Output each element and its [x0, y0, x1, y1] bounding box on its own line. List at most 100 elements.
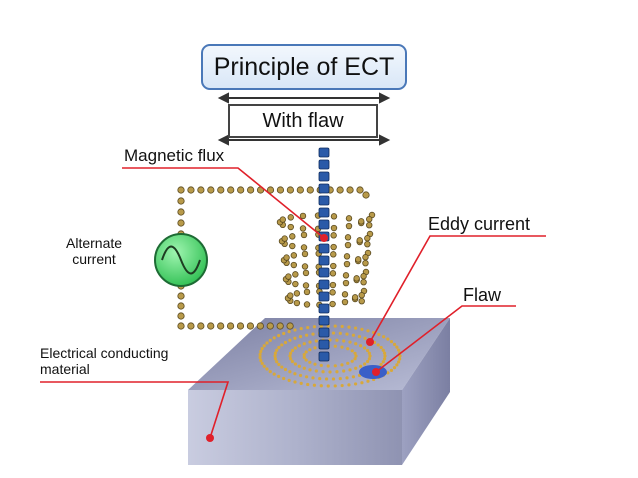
eddy-dot — [333, 384, 337, 388]
subtitle-bracket — [217, 92, 391, 146]
wire-dot — [207, 322, 215, 330]
eddy-dot — [314, 339, 318, 343]
wire-dot — [217, 186, 225, 194]
eddy-dot — [381, 348, 385, 352]
eddy-dot — [280, 343, 284, 347]
eddy-dot — [275, 348, 279, 352]
eddy-dot — [275, 360, 279, 364]
eddy-dot — [333, 324, 337, 328]
coil-dot — [300, 231, 308, 239]
eddy-dot — [258, 352, 262, 357]
wire-dot — [236, 322, 245, 330]
wire-dot — [266, 186, 275, 194]
sine-wave-icon — [161, 245, 201, 275]
wire-dot — [197, 186, 205, 194]
eddy-dot — [340, 324, 344, 329]
eddy-dot — [365, 359, 370, 364]
eddy-dot — [353, 357, 357, 361]
coil-dot — [289, 233, 296, 240]
coil-dot — [345, 222, 353, 230]
eddy-dot — [354, 354, 358, 358]
eddy-dot — [354, 342, 358, 346]
eddy-dot — [366, 329, 370, 333]
wire-dot — [177, 219, 185, 227]
eddy-dot — [293, 328, 297, 332]
wire-dot — [226, 322, 235, 330]
flux-square — [318, 243, 330, 254]
eddy-dot — [392, 366, 397, 370]
eddy-dot — [318, 376, 322, 381]
eddy-dot — [353, 382, 358, 386]
eddy-dot — [287, 378, 291, 382]
eddy-dot — [335, 338, 339, 342]
eddy-dot — [340, 363, 344, 367]
eddy-dot — [347, 383, 351, 387]
eddy-dot — [392, 342, 397, 346]
coil-dot — [358, 297, 365, 305]
coil-dot — [362, 259, 369, 267]
flux-square — [318, 327, 330, 338]
flux-square — [318, 171, 330, 182]
ac-source — [154, 233, 208, 287]
eddy-dot — [383, 354, 387, 358]
eddy-dot — [277, 345, 281, 350]
wire-dot — [306, 186, 314, 194]
eddy-dot — [313, 362, 317, 366]
wire-dot — [346, 186, 354, 194]
eddy-dot — [326, 364, 330, 368]
eddy-dot — [289, 357, 293, 361]
eddy-dot — [299, 327, 303, 331]
eddy-dot — [288, 370, 292, 374]
coil-dot — [364, 240, 371, 248]
coil-dot — [329, 300, 336, 308]
eddy-dot — [348, 368, 352, 372]
eddy-dot — [293, 380, 297, 384]
coil-dot — [292, 271, 299, 278]
eddy-dot — [272, 372, 276, 376]
wire-dot — [177, 322, 185, 330]
flux-square — [318, 195, 330, 206]
eddy-dot — [258, 355, 262, 360]
wire-dot — [356, 186, 364, 194]
eddy-dot — [382, 351, 387, 355]
coil-dot — [302, 269, 310, 277]
eddy-dot — [273, 354, 277, 358]
eddy-dot — [335, 370, 339, 374]
eddy-dot — [397, 348, 401, 352]
coil-dot — [299, 212, 307, 220]
eddy-dot — [379, 345, 383, 350]
eddy-dot — [313, 346, 317, 350]
wire-dot — [247, 186, 255, 194]
eddy-dot — [311, 332, 315, 336]
coil-dot — [299, 225, 307, 232]
eddy-dot — [314, 369, 318, 373]
coil-dot — [362, 254, 369, 261]
eddy-dot — [308, 340, 312, 344]
leader-flaw — [375, 305, 516, 373]
label-magnetic-flux: Magnetic flux — [124, 146, 225, 165]
eddy-dot — [282, 376, 286, 381]
eddy-dot — [347, 325, 351, 329]
eddy-dot — [304, 358, 308, 362]
wire-dot — [286, 322, 294, 330]
eddy-dot — [398, 357, 402, 361]
coil-dot — [344, 234, 352, 241]
eddy-dot — [290, 359, 295, 364]
eddy-dot — [306, 325, 310, 330]
wire-dot — [177, 197, 185, 205]
eddy-dot — [268, 338, 272, 342]
eddy-dot — [379, 362, 383, 367]
coil-dot — [279, 216, 286, 223]
eddy-dot — [363, 336, 367, 340]
eddy-dot — [304, 333, 309, 337]
coil-dot — [287, 223, 294, 231]
eddy-dot — [308, 360, 312, 364]
coil-dot — [285, 273, 292, 280]
eddy-dot — [345, 376, 349, 380]
eddy-dot — [342, 369, 346, 373]
coil-dot — [301, 250, 309, 258]
eddy-dot — [346, 347, 350, 351]
coil-dot — [360, 273, 367, 280]
eddy-dot — [297, 344, 301, 348]
